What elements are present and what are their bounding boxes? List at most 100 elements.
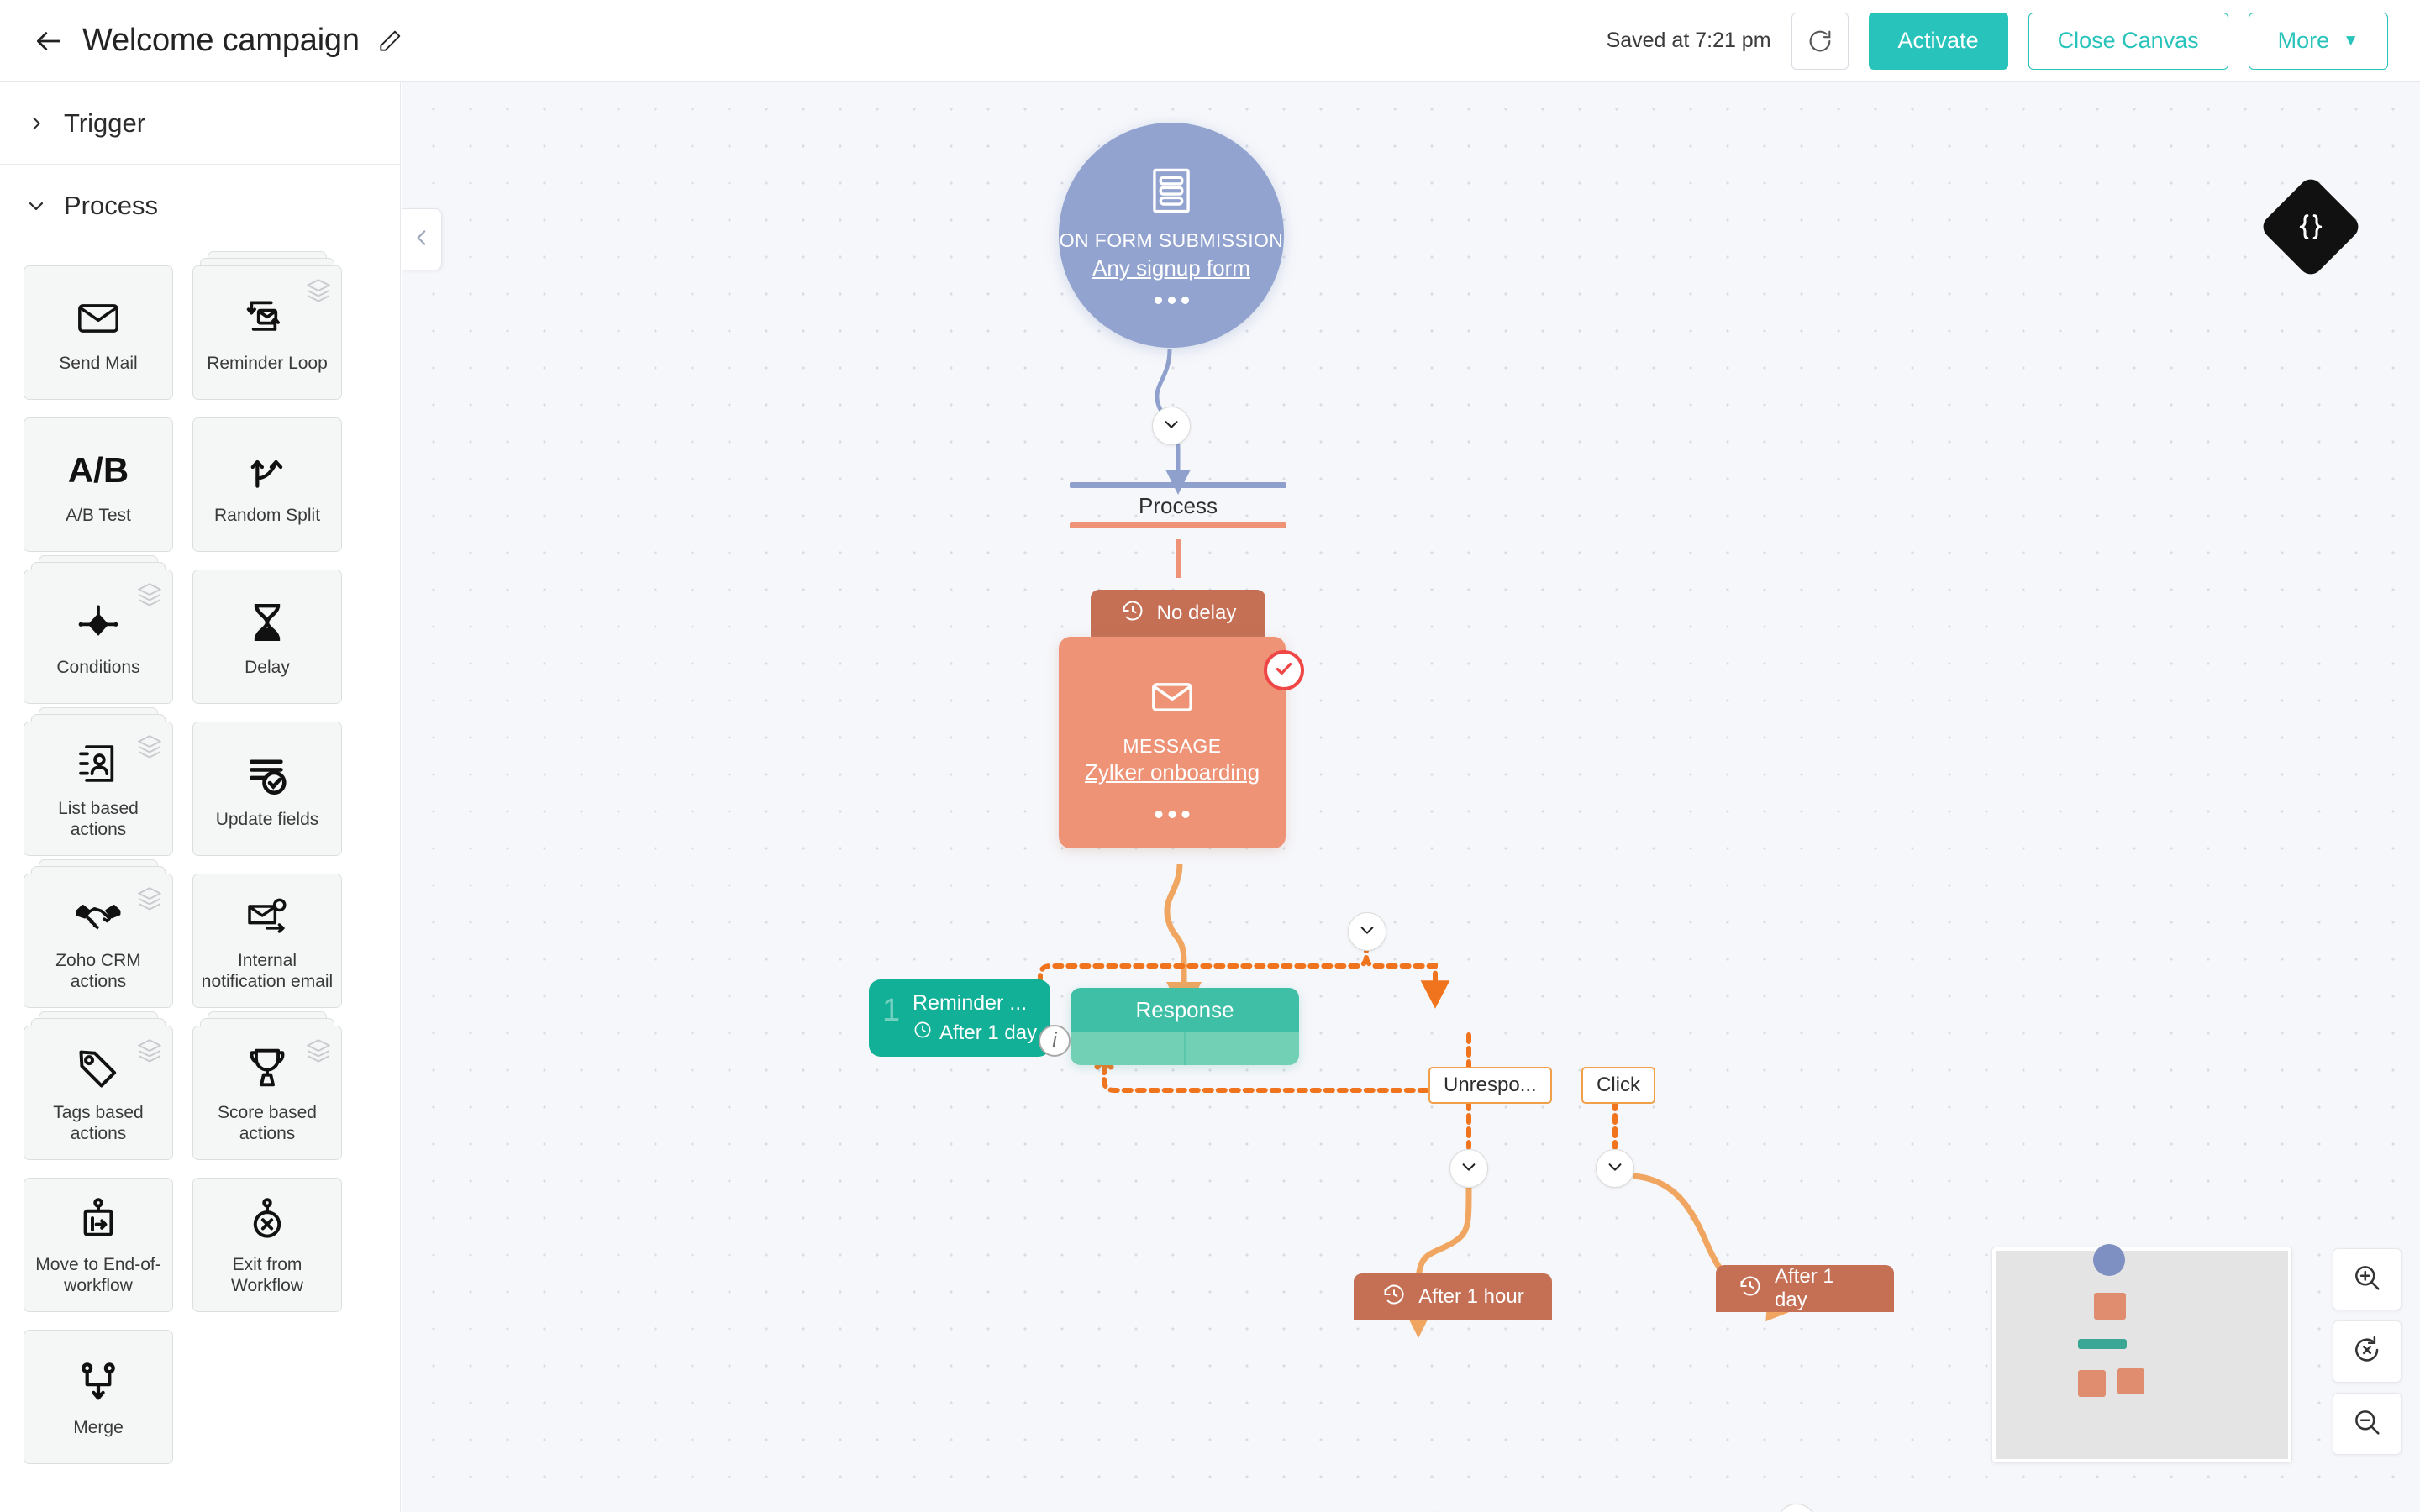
layers-icon xyxy=(304,276,333,309)
zoom-in-button[interactable] xyxy=(2333,1248,2402,1310)
reminder-delay-label: After 1 day xyxy=(939,1021,1038,1044)
pencil-icon[interactable] xyxy=(375,26,405,56)
palette-card-label: A/B Test xyxy=(66,505,131,525)
palette-card-zoho-crm-actions[interactable]: Zoho CRM actions xyxy=(24,859,173,1008)
trigger-link[interactable]: Any signup form xyxy=(1092,255,1250,281)
message-node[interactable]: MESSAGE Zylker onboarding xyxy=(1059,637,1304,848)
minimap-node-message xyxy=(2094,1293,2126,1320)
palette-card-label: Score based actions xyxy=(218,1103,317,1143)
palette-card-move-to-end-of-workflow[interactable]: Move to End-of-workflow xyxy=(24,1178,173,1312)
refresh-icon[interactable] xyxy=(1791,12,1849,70)
workflow-canvas[interactable]: ON FORM SUBMISSION Any signup form Proce… xyxy=(402,82,2420,1512)
close-canvas-button[interactable]: Close Canvas xyxy=(2028,12,2228,70)
reminder-loop-icon xyxy=(244,291,291,345)
more-button[interactable]: More ▼ xyxy=(2248,12,2388,70)
check-circle-icon xyxy=(1273,658,1295,684)
page-title: Welcome campaign xyxy=(82,23,360,58)
add-to-list-delay-chip[interactable]: After 1 day xyxy=(1716,1265,1894,1312)
add-to-list-expand-handle[interactable] xyxy=(1777,1504,1816,1512)
chevron-down-icon xyxy=(1358,921,1376,943)
trigger-title: ON FORM SUBMISSION xyxy=(1059,228,1284,251)
palette-card-random-split[interactable]: Random Split xyxy=(192,417,342,552)
palette-card-list-based-actions[interactable]: List based actions xyxy=(24,707,173,856)
chevron-right-icon xyxy=(24,111,49,136)
curly-braces-icon[interactable] xyxy=(2258,174,2364,280)
palette-card-label: Zoho CRM actions xyxy=(55,951,141,991)
sidebar-section-trigger[interactable]: Trigger xyxy=(0,82,400,165)
response-branch-slot-left[interactable] xyxy=(1071,1032,1184,1065)
back-arrow-icon[interactable] xyxy=(30,23,67,60)
layers-icon xyxy=(304,1037,333,1069)
palette-card-exit-from-workflow[interactable]: Exit from Workflow xyxy=(192,1178,342,1312)
activate-button[interactable]: Activate xyxy=(1868,12,2008,70)
sidebar-collapse-handle[interactable] xyxy=(402,208,442,270)
response-node[interactable]: Response xyxy=(1071,988,1299,1065)
message-delay-chip[interactable]: No delay xyxy=(1091,590,1265,637)
palette-card-label: Internal notification email xyxy=(201,951,334,991)
palette-card-conditions[interactable]: Conditions xyxy=(24,555,173,704)
palette-card-ab-test[interactable]: A/B A/B Test xyxy=(24,417,173,552)
message-expand-handle[interactable] xyxy=(1348,912,1386,951)
reminder-subtitle: After 1 day xyxy=(913,1020,1037,1046)
palette-card-label: Exit from Workflow xyxy=(231,1255,303,1295)
process-divider: Process xyxy=(1070,482,1286,528)
handshake-icon xyxy=(74,889,123,942)
status-badge[interactable] xyxy=(1264,650,1304,690)
click-expand-handle[interactable] xyxy=(1596,1149,1634,1188)
conditions-diamond-icon xyxy=(75,596,122,649)
palette-card-send-mail[interactable]: Send Mail xyxy=(24,265,173,400)
sidebar-section-label: Trigger xyxy=(64,108,146,138)
palette-card-delay[interactable]: Delay xyxy=(192,570,342,704)
palette-card-tags-based-actions[interactable]: Tags based actions xyxy=(24,1011,173,1160)
response-branch-slot-right[interactable] xyxy=(1184,1032,1299,1065)
palette-card-label: List based actions xyxy=(58,799,139,839)
reset-zoom-button[interactable] xyxy=(2333,1320,2402,1383)
palette-card-reminder-loop[interactable]: Reminder Loop xyxy=(192,251,342,400)
left-sidebar: Trigger Process Send Mail xyxy=(0,82,401,1512)
saved-status: Saved at 7:21 pm xyxy=(1606,29,1771,52)
notification-email-icon xyxy=(244,889,291,942)
message-title: MESSAGE xyxy=(1123,735,1222,757)
branch-label-unresponsive[interactable]: Unrespo... xyxy=(1428,1067,1552,1104)
divider-bar-top xyxy=(1070,482,1286,488)
zoom-controls xyxy=(2333,1248,2402,1455)
clock-icon xyxy=(1381,1282,1407,1313)
palette-card-label: Tags based actions xyxy=(53,1103,144,1143)
trigger-expand-handle[interactable] xyxy=(1152,407,1191,445)
minimap[interactable] xyxy=(1991,1244,2292,1463)
random-split-icon xyxy=(244,444,291,497)
update-field-delay-chip[interactable]: After 1 hour xyxy=(1354,1273,1552,1320)
minimap-node-update-field xyxy=(2078,1370,2106,1397)
header-actions: Saved at 7:21 pm Activate Close Canvas M… xyxy=(1606,12,2388,70)
chevron-down-icon xyxy=(24,193,49,218)
trigger-node[interactable]: ON FORM SUBMISSION Any signup form xyxy=(1059,123,1284,348)
reminder-title: Reminder ... xyxy=(913,991,1028,1015)
palette-card-score-based-actions[interactable]: Score based actions xyxy=(192,1011,342,1160)
palette-card-update-fields[interactable]: Update fields xyxy=(192,722,342,856)
zoom-out-button[interactable] xyxy=(2333,1393,2402,1455)
reset-zoom-icon xyxy=(2351,1334,2383,1370)
tag-icon xyxy=(75,1041,122,1095)
more-dots[interactable] xyxy=(1154,297,1189,305)
update-field-delay-label: After 1 hour xyxy=(1418,1285,1524,1308)
palette-card-internal-notification-email[interactable]: Internal notification email xyxy=(192,874,342,1008)
message-delay-label: No delay xyxy=(1156,601,1237,624)
unresponsive-expand-handle[interactable] xyxy=(1449,1149,1488,1188)
message-link[interactable]: Zylker onboarding xyxy=(1084,759,1260,785)
layers-icon xyxy=(135,732,164,765)
divider-bar-bottom xyxy=(1070,522,1286,528)
palette-card-label: Move to End-of-workflow xyxy=(35,1255,161,1295)
reminder-loop-node[interactable]: 1 Reminder ... After 1 day xyxy=(869,979,1050,1057)
branch-label-click[interactable]: Click xyxy=(1581,1067,1655,1104)
palette-card-label: Send Mail xyxy=(59,353,138,373)
layers-icon xyxy=(135,885,164,917)
sidebar-section-process[interactable]: Process xyxy=(0,165,400,247)
chevron-left-icon xyxy=(411,227,433,253)
more-dots[interactable] xyxy=(1155,811,1190,818)
clock-icon xyxy=(913,1020,933,1046)
response-label: Response xyxy=(1071,988,1299,1032)
palette-card-label: Delay xyxy=(245,657,290,677)
trophy-icon xyxy=(244,1041,291,1095)
info-icon[interactable]: i xyxy=(1039,1025,1071,1057)
palette-card-merge[interactable]: Merge xyxy=(24,1330,173,1464)
